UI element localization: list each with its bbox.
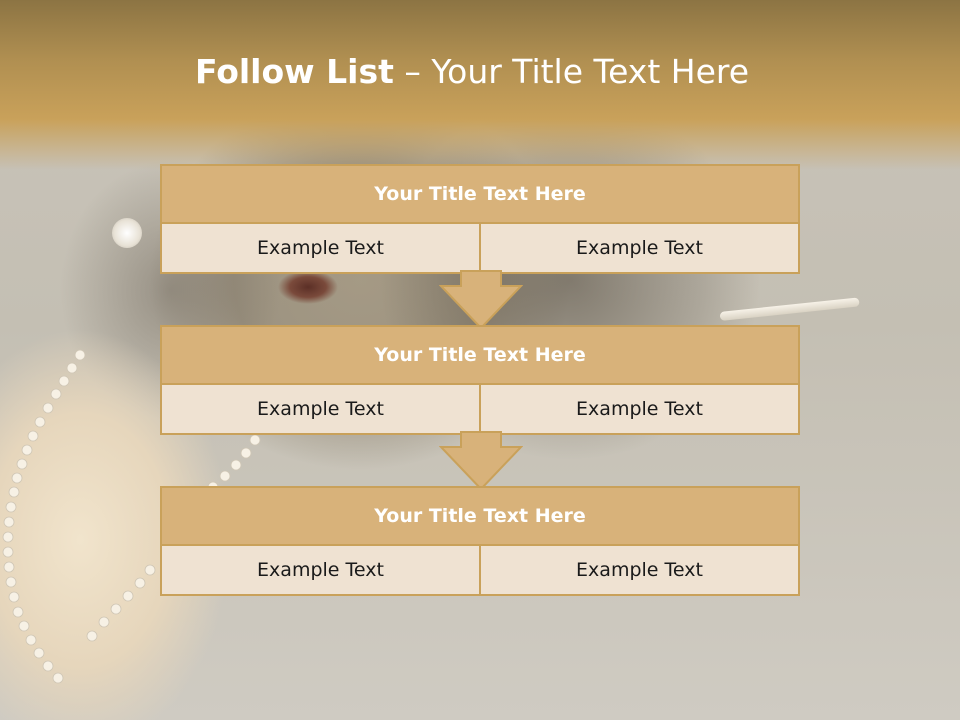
step-title: Your Title Text Here bbox=[162, 488, 798, 546]
step-row: Example Text Example Text bbox=[162, 385, 798, 433]
step-title: Your Title Text Here bbox=[162, 327, 798, 385]
step-title: Your Title Text Here bbox=[162, 166, 798, 224]
step-box-1: Your Title Text Here Example Text Exampl… bbox=[160, 164, 800, 274]
title-band bbox=[0, 0, 960, 170]
step-row: Example Text Example Text bbox=[162, 224, 798, 272]
step-box-3: Your Title Text Here Example Text Exampl… bbox=[160, 486, 800, 596]
step-left-text: Example Text bbox=[257, 559, 384, 581]
slide-title-bold: Follow List bbox=[194, 52, 394, 91]
step-left-text: Example Text bbox=[257, 237, 384, 259]
step-box-2: Your Title Text Here Example Text Exampl… bbox=[160, 325, 800, 435]
slide-title-rest: – Your Title Text Here bbox=[393, 52, 750, 91]
down-arrow-icon bbox=[439, 270, 523, 330]
step-right-text: Example Text bbox=[479, 546, 798, 594]
step-right-text: Example Text bbox=[479, 224, 798, 272]
lips bbox=[278, 270, 338, 304]
down-arrow-icon bbox=[439, 431, 523, 491]
slide-title: Follow List – Your Title Text Here bbox=[0, 52, 944, 91]
step-row: Example Text Example Text bbox=[162, 546, 798, 594]
pearl-earring bbox=[112, 218, 142, 248]
step-left-text: Example Text bbox=[257, 398, 384, 420]
step-right-text: Example Text bbox=[479, 385, 798, 433]
